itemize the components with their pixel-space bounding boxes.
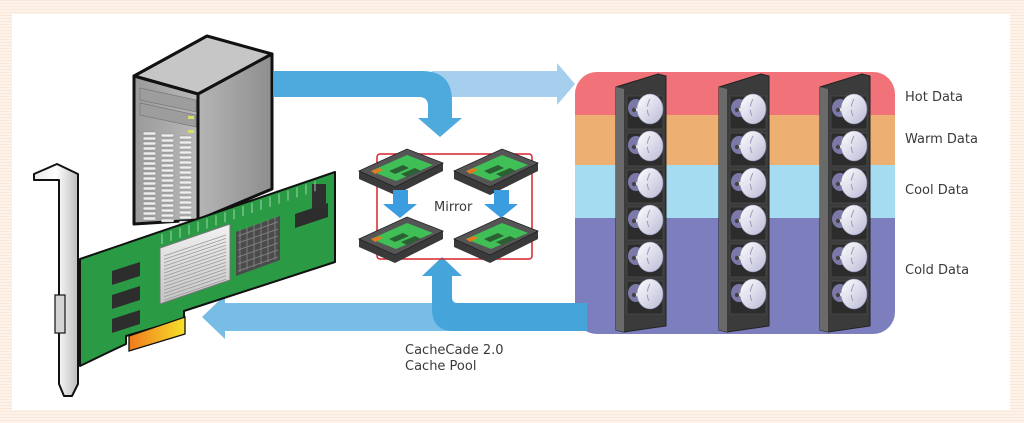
promote-arrow [422,257,587,331]
hard-disk-icon [729,278,767,315]
hard-disk-icon [626,241,664,278]
write-arrow-shaft [274,71,462,137]
diagram-canvas: Mirror Hot Data Warm Data Cool Data Cold… [12,14,1010,410]
write-arrow [274,63,575,137]
ssd-icon [453,216,539,263]
card-bracket [33,163,79,397]
hard-disk-icon [830,204,868,241]
read-arrow [202,257,587,339]
hard-disk-icon [626,93,664,130]
hard-disk-icon [830,241,868,278]
hard-disk-icon [830,93,868,130]
hard-disk-icon [729,93,767,130]
server-icon [132,34,274,226]
ssd-icon [453,148,539,195]
cache-pool-label: CacheCade 2.0 Cache Pool [405,343,504,375]
hard-disk-icon [729,241,767,278]
tier-label-hot: Hot Data [905,90,963,105]
hard-disk-icon [626,204,664,241]
hard-disk-icon [830,130,868,167]
cache-pool-label-line2: Cache Pool [405,359,477,374]
card-gold-fingers [128,316,186,352]
disk-column [615,73,667,333]
hard-disk-icon [729,130,767,167]
hard-disk-icon [626,278,664,315]
hard-disk-icon [729,204,767,241]
hard-disk-icon [626,167,664,204]
mirror-arrow-left [383,190,417,218]
tier-label-warm: Warm Data [905,132,978,147]
disk-columns [615,73,871,333]
hard-disk-icon [729,167,767,204]
hard-disk-icon [626,130,664,167]
disk-column [718,73,770,333]
ssd-group [358,148,539,263]
write-arrow-shaft-light [432,63,575,105]
ssd-icon [358,148,444,195]
tier-label-cool: Cool Data [905,183,969,198]
cache-pool-label-line1: CacheCade 2.0 [405,343,504,358]
raid-controller-card [33,163,336,397]
mirror-arrow-right [484,190,518,218]
mirror-outline [376,153,533,260]
mirror-label: Mirror [434,200,473,215]
hard-disk-icon [830,278,868,315]
disk-column [819,73,871,333]
ssd-icon [358,216,444,263]
hard-disk-icon [830,167,868,204]
tier-label-cold: Cold Data [905,263,970,278]
diagram-svg [33,34,895,397]
